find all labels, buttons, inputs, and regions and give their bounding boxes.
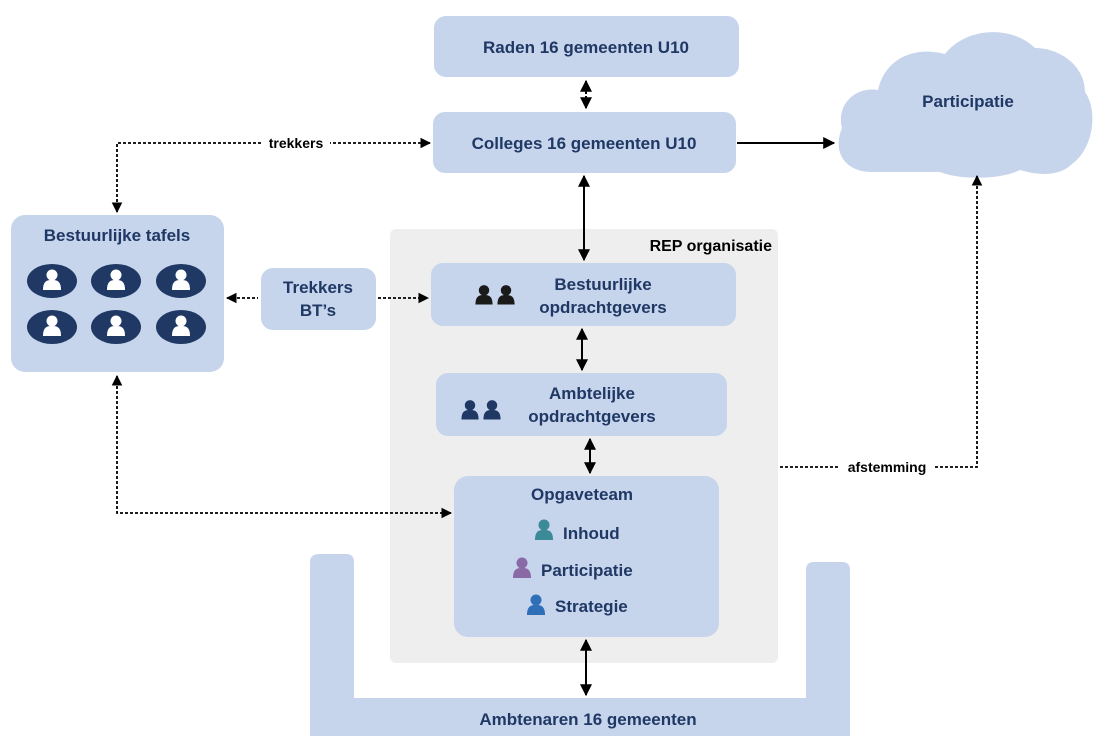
trekkers-bt-line2: BT’s: [300, 301, 336, 320]
tafels-icon-grid: [27, 264, 206, 344]
trekkers-bt-box: [261, 268, 376, 330]
participatie-cloud: [838, 32, 1093, 178]
inhoud-label: Inhoud: [563, 524, 620, 543]
connector-trekkers: [111, 137, 432, 214]
raden-label: Raden 16 gemeenten U10: [483, 38, 689, 57]
user-circle-icon: [27, 264, 77, 298]
bestuurlijke-opdrachtgevers-box: [431, 263, 736, 326]
user-circle-icon: [91, 264, 141, 298]
connector-tafels-opgaveteam: [111, 374, 453, 519]
edge-label-trekkers: trekkers: [269, 135, 324, 151]
opgaveteam-label: Opgaveteam: [531, 485, 633, 504]
participatie-label: Participatie: [541, 561, 633, 580]
user-circle-icon: [91, 310, 141, 344]
ambtenaren-ushape: [310, 554, 850, 736]
participatie-cloud-label: Participatie: [922, 92, 1014, 111]
ambtenaren-label: Ambtenaren 16 gemeenten: [479, 710, 696, 729]
bestuurlijke-og-line2: opdrachtgevers: [539, 298, 667, 317]
bestuurlijke-tafels-label: Bestuurlijke tafels: [44, 226, 190, 245]
ambtelijke-opdrachtgevers-box: [436, 373, 727, 436]
user-circle-icon: [27, 310, 77, 344]
connector-afstemming: [780, 174, 983, 468]
colleges-box: [433, 112, 736, 173]
rep-organisatie-label: REP organisatie: [650, 238, 773, 255]
strategie-label: Strategie: [555, 597, 628, 616]
ambtelijke-og-line1: Ambtelijke: [549, 384, 635, 403]
edge-label-afstemming: afstemming: [848, 459, 927, 475]
colleges-label: Colleges 16 gemeenten U10: [472, 134, 697, 153]
user-circle-icon: [156, 264, 206, 298]
raden-box: [434, 16, 739, 77]
ambtelijke-og-line2: opdrachtgevers: [528, 407, 656, 426]
bestuurlijke-og-line1: Bestuurlijke: [554, 275, 651, 294]
user-circle-icon: [156, 310, 206, 344]
trekkers-bt-line1: Trekkers: [283, 278, 353, 297]
opgaveteam-box: [454, 476, 719, 637]
